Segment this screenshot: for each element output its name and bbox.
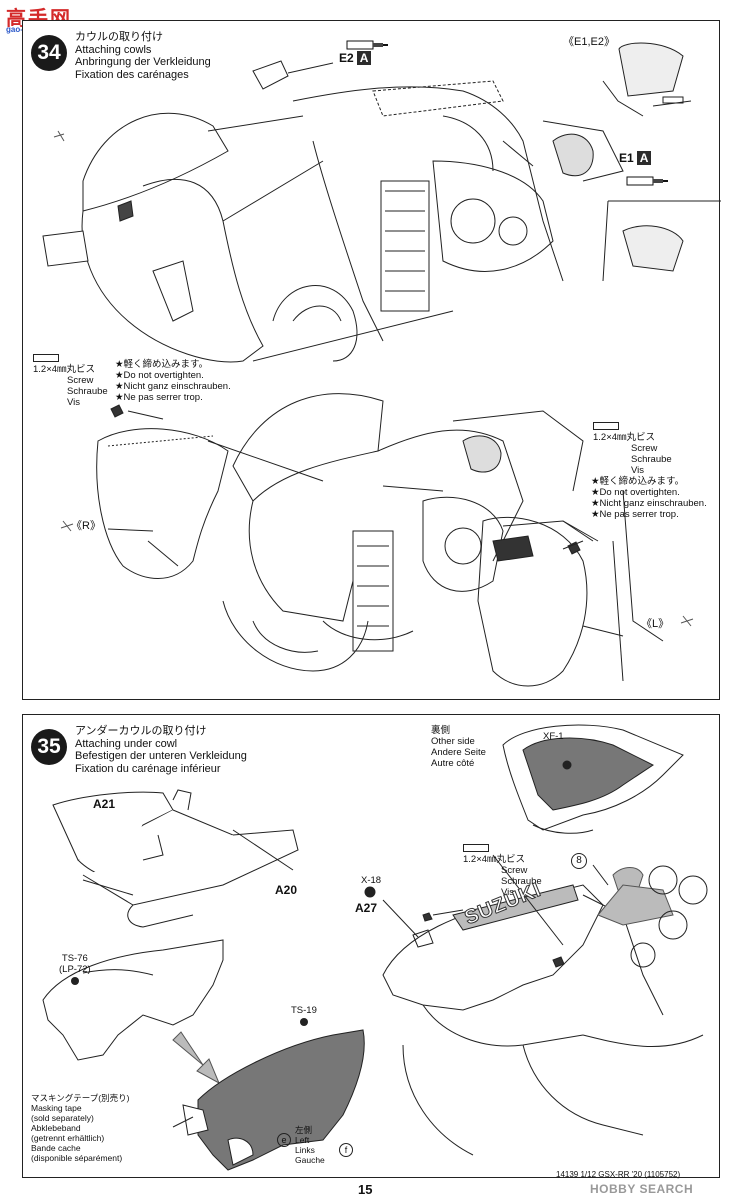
paint-a-badge-2: A [636,151,652,165]
screw-callout-35: 1.2×4㎜丸ビス Screw Schraube Vis [463,843,542,898]
part-a20: A20 [275,883,298,897]
warn-de: ★Nicht ganz einschrauben. [115,381,231,392]
title-de: Anbringung der Verkleidung [75,56,211,68]
warn-ja-2: ★軽く締め込みます。 [591,476,685,487]
screw-size-3: 1.2×4㎜丸ビス [463,854,526,865]
step-35-illustration [23,715,721,1179]
circle-f: f [344,1145,348,1155]
mask-de: Abklebeband [31,1123,81,1133]
title-de: Befestigen der unteren Verkleidung [75,750,247,762]
screw-en-3: Screw [501,865,528,876]
part-a27: A27 [355,901,378,915]
screw-en-2: Screw [631,443,658,454]
mask-fr2: (disponible séparément) [31,1153,123,1163]
screw-icon-2 [593,422,619,431]
step-34-panel: 34 カウルの取り付け Attaching cowls Anbringung d… [22,20,721,701]
mask-en: Masking tape [31,1103,82,1113]
paint-drop-icon-2 [299,1018,308,1026]
screw-fr-2: Vis [631,465,645,476]
other-side-fr: Autre côté [431,758,475,769]
screw-icon-3 [463,844,489,853]
part-xf1: XF-1 [543,731,564,742]
screw-fr: Vis [67,397,81,408]
other-side-de: Andere Seite [431,747,486,758]
left-en: Left [295,1135,310,1145]
cement-tube-icon [345,37,389,53]
warning-right: ★軽く締め込みます。 ★Do not overtighten. ★Nicht g… [591,476,707,520]
paint-a-badge: A [356,51,372,65]
left-de: Links [295,1145,315,1155]
part-e2: E2 [339,51,354,65]
parts-e1e2-label: 《E1,E2》 [563,36,615,48]
warn-en: ★Do not overtighten. [115,370,204,381]
warn-fr: ★Ne pas serrer trop. [115,392,203,403]
left-ja: 左側 [295,1125,313,1135]
title-fr: Fixation des carénages [75,68,189,81]
title-ja: アンダーカウルの取り付け [75,725,207,737]
step-34-number: 34 [31,35,67,71]
left-fr: Gauche [295,1155,325,1165]
title-fr: Fixation du carénage inférieur [75,762,221,775]
screw-size-2: 1.2×4㎜丸ビス [593,432,656,443]
circle-f-icon: f [339,1143,353,1157]
part-x18: X-18 [361,875,382,886]
warn-fr-2: ★Ne pas serrer trop. [591,509,679,520]
circle-8-icon: 8 [571,853,587,869]
mask-ja: マスキングテープ(別売り) [31,1093,130,1103]
mask-fr: Bande cache [31,1143,81,1153]
step-35-number: 35 [31,729,67,765]
circle-e-icon: e [277,1133,291,1147]
mask-de2: (getrennt erhältlich) [31,1133,105,1143]
paint-lp72: (LP-72) [59,964,91,975]
paint-ts76: TS-76 [61,953,88,964]
step-34-illustration [23,21,721,701]
part-a21: A21 [93,797,116,811]
part-e1: E1 [619,151,634,165]
warn-ja: ★軽く締め込みます。 [115,359,209,370]
step-35-panel: 35 アンダーカウルの取り付け Attaching under cowl Bef… [22,714,720,1178]
product-code: 14139 1/12 GSX-RR '20 (1105752) [556,1170,681,1179]
warn-en-2: ★Do not overtighten. [591,487,680,498]
paint-drop-icon [70,977,79,985]
side-cowl-drawing [60,393,694,687]
warn-de-2: ★Nicht ganz einschrauben. [591,498,707,509]
circle-8: 8 [576,855,582,866]
left-side-mark: 《L》 [641,618,670,630]
screw-en: Screw [67,375,94,386]
other-side-en: Other side [431,736,475,747]
paint-ts76-group: TS-76 (LP-72) [59,953,91,985]
other-side-ja: 裏側 [431,725,451,736]
step-34-title: カウルの取り付け Attaching cowls Anbringung der … [75,31,211,81]
warning-left: ★軽く締め込みます。 ★Do not overtighten. ★Nicht g… [115,359,231,403]
screw-callout-right: 1.2×4㎜丸ビス Screw Schraube Vis [593,421,672,476]
title-ja: カウルの取り付け [75,31,163,43]
screw-de-3: Schraube [501,876,542,887]
footer-watermark: HOBBY SEARCH [590,1182,694,1196]
screw-size: 1.2×4㎜丸ビス [33,364,96,375]
other-side-label: 裏側 Other side Andere Seite Autre côté [431,725,486,769]
title-en: Attaching under cowl [75,737,178,750]
cement-tube-icon-2 [625,173,669,189]
masking-tape-label: マスキングテープ(別売り) Masking tape (sold separat… [31,1093,129,1163]
page-number: 15 [358,1182,373,1197]
left-side-label: 左側 Left Links Gauche [295,1125,325,1165]
paint-ts19: TS-19 [291,1005,317,1016]
mask-en2: (sold separately) [31,1113,94,1123]
paint-ts19-group: TS-19 [291,1005,317,1026]
screw-icon [33,354,59,363]
title-en: Attaching cowls [75,43,152,56]
upper-cowl-drawing [42,42,721,363]
screw-fr-3: Vis [501,887,515,898]
screw-de: Schraube [67,386,108,397]
circle-e: e [281,1135,287,1145]
right-side-mark: 《R》 [71,520,101,532]
screw-callout-left: 1.2×4㎜丸ビス Screw Schraube Vis [33,353,108,408]
step-35-title: アンダーカウルの取り付け Attaching under cowl Befest… [75,725,247,775]
screw-de-2: Schraube [631,454,672,465]
